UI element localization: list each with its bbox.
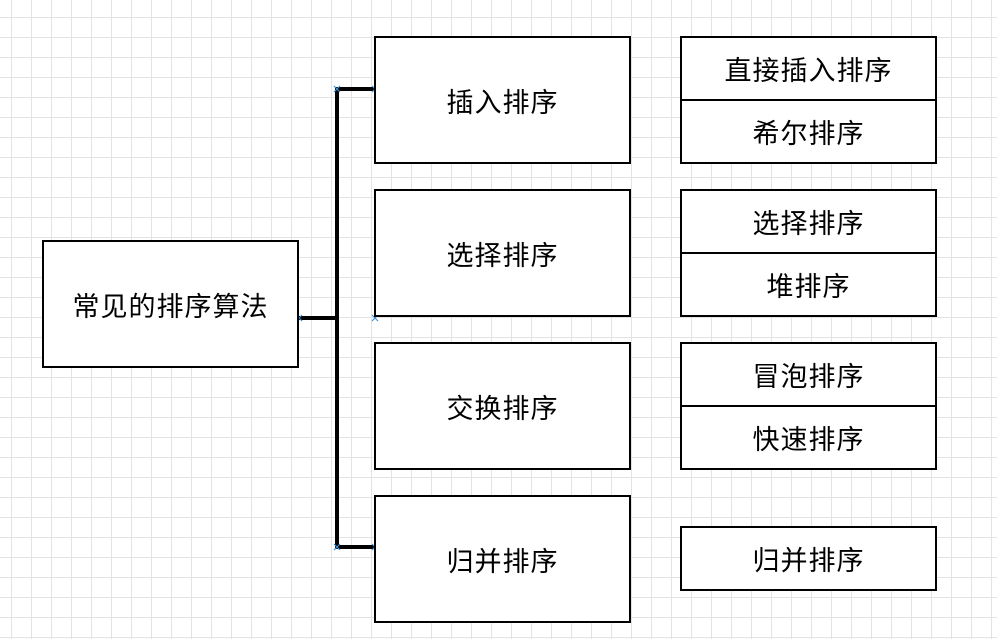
subtype-item-bubble[interactable]: 冒泡排序 [752, 362, 865, 393]
connection-point [333, 543, 341, 551]
subtype-list-exchange: 冒泡排序 快速排序 [680, 342, 937, 470]
subtype-item-shell[interactable]: 希尔排序 [682, 99, 935, 162]
subtype-item-merge[interactable]: 归并排序 [752, 546, 865, 577]
subtype-item-quick[interactable]: 快速排序 [682, 405, 935, 468]
category-node-label: 归并排序 [446, 546, 559, 578]
subtype-list-insertion: 直接插入排序 希尔排序 [680, 36, 937, 164]
category-node-label: 插入排序 [446, 87, 559, 119]
root-node[interactable]: 常见的排序算法 [42, 240, 299, 368]
subtype-list-merge: 归并排序 [680, 526, 937, 591]
subtype-list-selection: 选择排序 堆排序 [680, 189, 937, 317]
subtype-item-straight-insertion[interactable]: 直接插入排序 [724, 56, 893, 87]
subtype-item-selection[interactable]: 选择排序 [752, 209, 865, 240]
subtype-item-heap[interactable]: 堆排序 [682, 252, 935, 315]
root-node-label: 常见的排序算法 [72, 291, 269, 323]
category-node-exchange[interactable]: 交换排序 [374, 342, 631, 470]
category-node-label: 交换排序 [446, 393, 559, 425]
category-node-merge[interactable]: 归并排序 [374, 495, 631, 623]
category-node-selection[interactable]: 选择排序 [374, 189, 631, 317]
category-node-label: 选择排序 [446, 240, 559, 272]
category-node-insertion[interactable]: 插入排序 [374, 36, 631, 164]
connection-point [333, 85, 341, 93]
